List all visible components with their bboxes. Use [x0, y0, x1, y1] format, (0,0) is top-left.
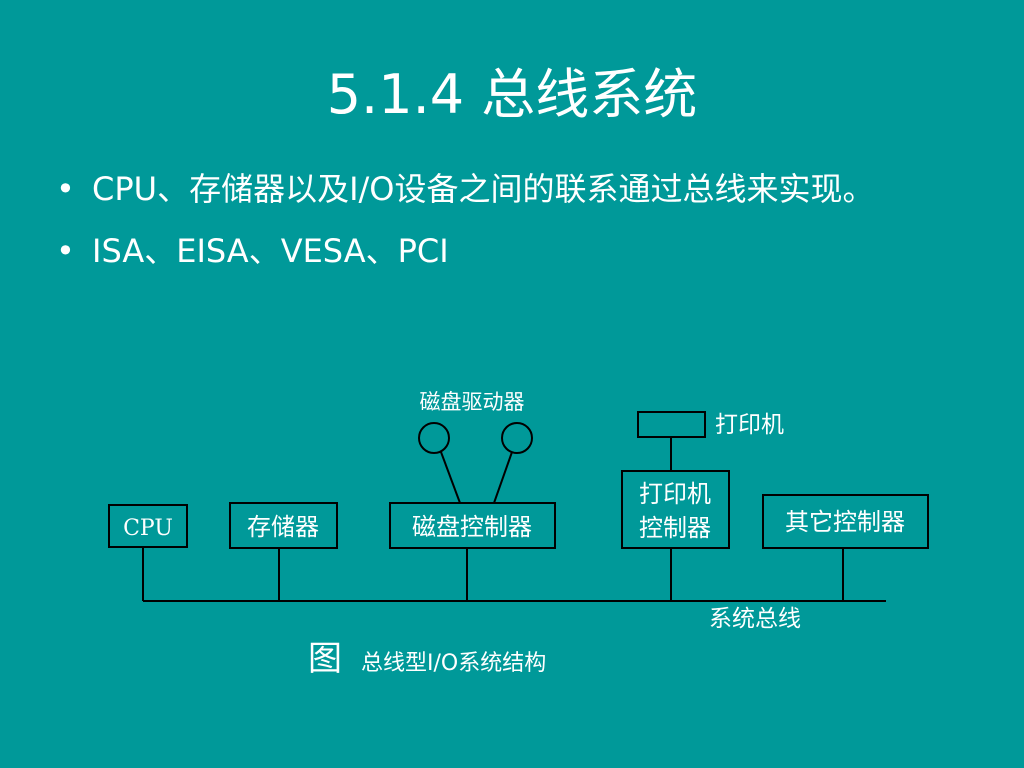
disk-controller-box — [389, 502, 556, 549]
printer-controller-label-line2: 控制器 — [639, 514, 711, 542]
memory-label: 存储器 — [247, 513, 319, 541]
other-controller-box — [762, 494, 929, 549]
disk-drive-label: 磁盘驱动器 — [420, 390, 525, 414]
cpu-label: CPU — [123, 516, 173, 541]
printer-controller-label-line1: 打印机 — [639, 480, 711, 508]
cpu-box — [108, 504, 188, 548]
bullet-item: CPU、存储器以及I/O设备之间的联系通过总线来实现。 — [52, 168, 972, 210]
printer-label: 打印机 — [715, 412, 784, 438]
caption-prefix: 图 — [308, 639, 342, 679]
bus-label: 系统总线 — [709, 606, 801, 632]
disk-drive-link — [440, 451, 461, 504]
bullet-text: CPU、存储器以及I/O设备之间的联系通过总线来实现。 — [92, 170, 875, 208]
disk-controller-label: 磁盘控制器 — [412, 513, 532, 541]
slide-title: 5.1.4 总线系统 — [326, 63, 698, 126]
disk-drive-link — [493, 451, 513, 504]
disk-drive-icon — [501, 422, 533, 454]
bullet-list: CPU、存储器以及I/O设备之间的联系通过总线来实现。 ISA、EISA、VES… — [52, 168, 972, 292]
caption-text: 总线型I/O系统结构 — [361, 651, 546, 676]
bullet-text: ISA、EISA、VESA、PCI — [92, 232, 449, 270]
printer-controller-box — [621, 470, 730, 549]
bullet-item: ISA、EISA、VESA、PCI — [52, 230, 972, 272]
printer-box — [637, 411, 706, 438]
other-controller-label: 其它控制器 — [785, 508, 905, 536]
memory-box — [229, 502, 338, 549]
disk-drive-icon — [418, 422, 450, 454]
